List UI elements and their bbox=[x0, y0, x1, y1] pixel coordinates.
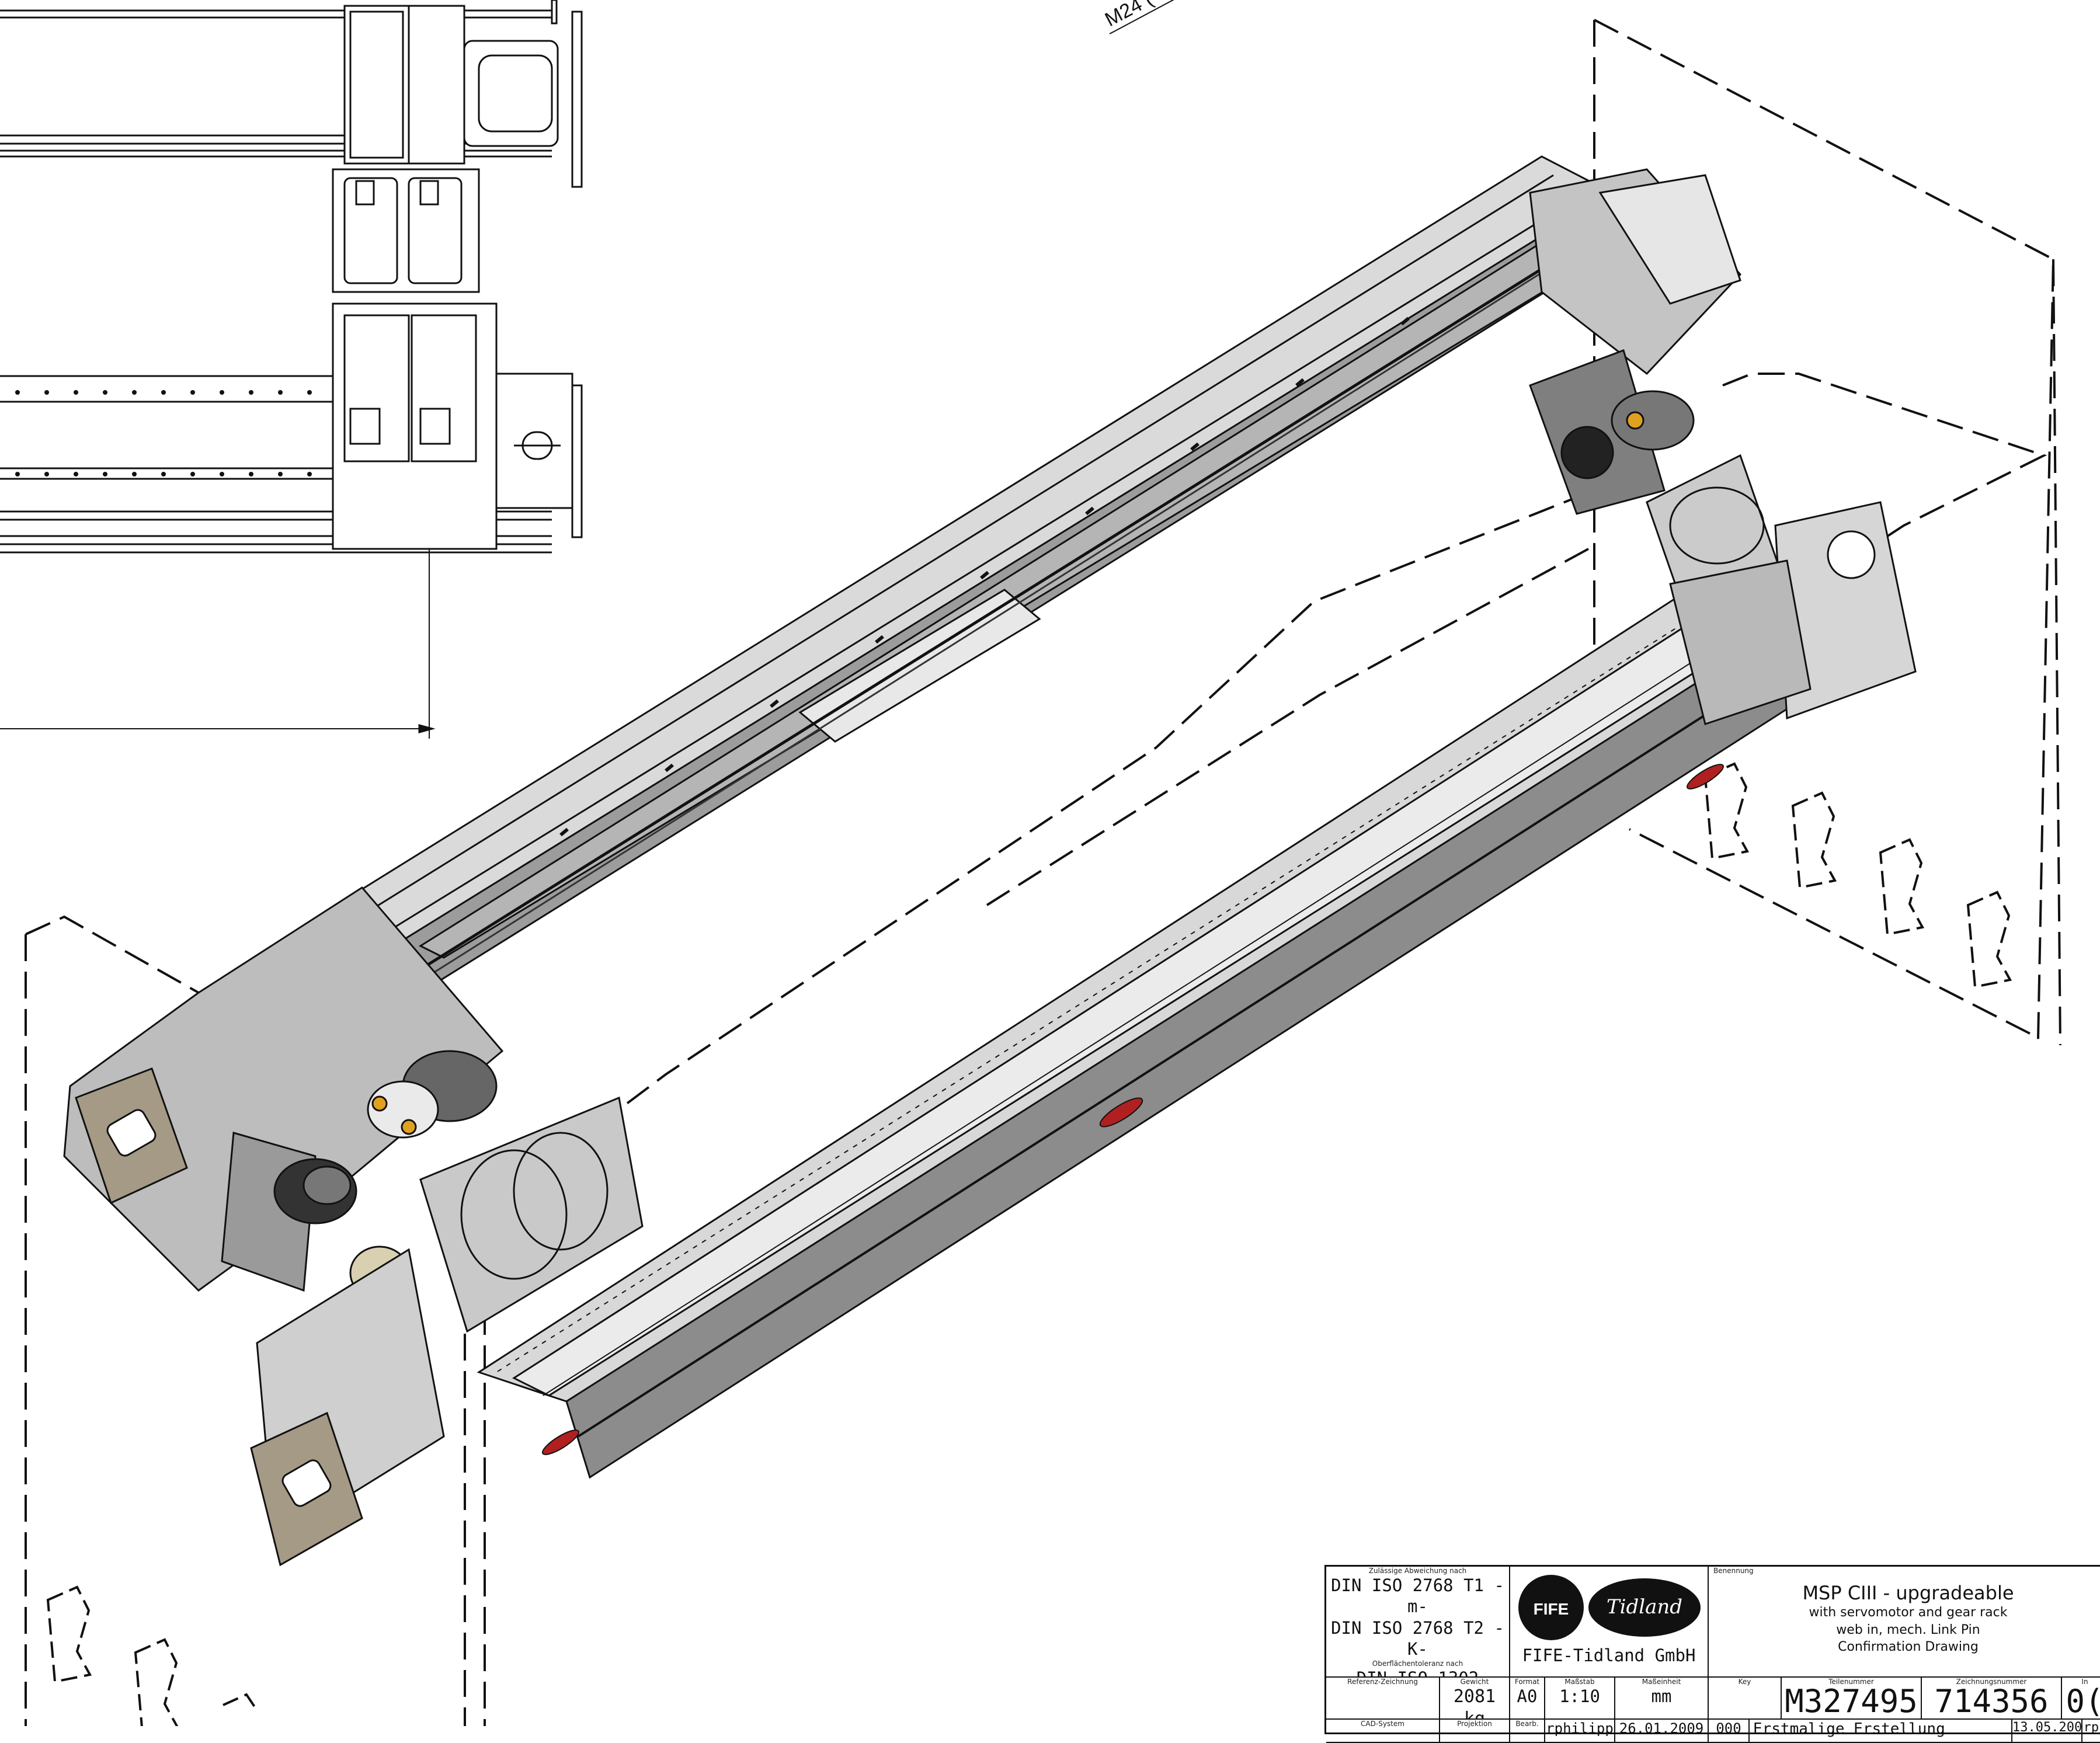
date2-cell: 13.05.2009 bbox=[2012, 1720, 2082, 1743]
surface-caption: Oberflächentoleranz nach bbox=[1372, 1659, 1463, 1668]
by2-cell: rph bbox=[2082, 1720, 2100, 1743]
designation-line-2: web in, mech. Link Pin bbox=[1836, 1622, 1980, 1637]
tolerance-caption: Zulässige Abweichung nach bbox=[1368, 1567, 1467, 1575]
key-caption: Key bbox=[1738, 1678, 1751, 1686]
drawn-caption-cell: Bearb. bbox=[1510, 1720, 1545, 1743]
tolerance-cell: Zulässige Abweichung nach DIN ISO 2768 T… bbox=[1326, 1567, 1510, 1678]
cad-system-caption: CAD-System bbox=[1361, 1720, 1404, 1728]
tolerance-line-2: DIN ISO 2768 T2 -K- bbox=[1331, 1617, 1504, 1659]
company-logo: FIFE Tidland bbox=[1518, 1575, 1701, 1640]
scale-value: 1:10 bbox=[1559, 1686, 1600, 1706]
date-modified: 13.05.2009 bbox=[2012, 1720, 2082, 1735]
scale-cell: Maßstab 1:10 bbox=[1545, 1678, 1615, 1720]
weight-value: 2081 kg bbox=[1453, 1686, 1496, 1720]
thread-annotation: M24 ( bbox=[1101, 0, 1157, 31]
lower-beam-marks bbox=[542, 764, 1724, 1455]
unit-value: mm bbox=[1651, 1686, 1672, 1706]
part-number-caption: Teilenummer bbox=[1828, 1678, 1874, 1686]
surface-norm: DIN ISO 1302 bbox=[1326, 1668, 1509, 1676]
part-number-cell: Teilenummer M327495 bbox=[1782, 1678, 1922, 1720]
designation-line-3: Confirmation Drawing bbox=[1838, 1640, 1979, 1655]
logo-cell: FIFE Tidland FIFE-Tidland GmbH bbox=[1510, 1567, 1709, 1678]
rail-holes bbox=[15, 390, 312, 476]
drawing-title: MSP CIII - upgradeable bbox=[1802, 1582, 2014, 1604]
index-value: 0( bbox=[2066, 1683, 2100, 1720]
revision-cell: 000 bbox=[1709, 1720, 1750, 1743]
logo-tidland-text: Tidland bbox=[1607, 1595, 1682, 1619]
tolerance-line-1: DIN ISO 2768 T1 -m- bbox=[1331, 1575, 1504, 1617]
left-end-assembly bbox=[63, 886, 644, 1567]
company-name: FIFE-Tidland GmbH bbox=[1522, 1645, 1696, 1665]
designation-cell: Benennung MSP CIII - upgradeable with se… bbox=[1709, 1567, 2100, 1678]
front-view bbox=[0, 0, 583, 739]
lower-beam bbox=[477, 548, 1847, 1479]
title-block: Zulässige Abweichung nach DIN ISO 2768 T… bbox=[1324, 1565, 2100, 1743]
revision-text: Erstmalige Erstellung bbox=[1753, 1720, 1945, 1738]
unit-cell: Maßeinheit mm bbox=[1615, 1678, 1709, 1720]
drawing-number-caption: Zeichnungsnummer bbox=[1956, 1678, 2027, 1686]
upper-beam bbox=[325, 155, 1632, 994]
projection-cell: Projektion bbox=[1440, 1720, 1510, 1743]
weight-cell: Gewicht 2081 kg bbox=[1440, 1678, 1510, 1720]
part-number: M327495 bbox=[1785, 1683, 1918, 1720]
date-cell: 26.01.2009 bbox=[1615, 1720, 1709, 1743]
drawing-number: 714356 bbox=[1934, 1683, 2049, 1720]
wall-hooks bbox=[46, 762, 2012, 1726]
logo-fife-text: FIFE bbox=[1534, 1600, 1569, 1618]
phantom-wall-left bbox=[25, 915, 486, 1726]
modified-by: rph bbox=[2083, 1720, 2100, 1735]
weight-caption: Gewicht bbox=[1460, 1678, 1489, 1686]
key-cell: Key bbox=[1709, 1678, 1782, 1720]
cad-system-cell: CAD-System bbox=[1326, 1720, 1440, 1743]
format-caption: Format bbox=[1514, 1678, 1540, 1686]
drawn-by: rphilipp bbox=[1546, 1720, 1614, 1737]
projection-caption: Projektion bbox=[1457, 1720, 1492, 1728]
reference-caption: Referenz-Zeichnung bbox=[1347, 1678, 1418, 1686]
right-end-assembly bbox=[1529, 168, 1917, 725]
reference-cell: Referenz-Zeichnung bbox=[1326, 1678, 1440, 1720]
drawing-number-cell: Zeichnungsnummer 714356 bbox=[1922, 1678, 2062, 1720]
date-created: 26.01.2009 bbox=[1619, 1720, 1704, 1737]
designation-line-1: with servomotor and gear rack bbox=[1809, 1605, 2008, 1620]
upper-beam-slots bbox=[559, 316, 1410, 837]
unit-caption: Maßeinheit bbox=[1642, 1678, 1681, 1686]
revision-number: 000 bbox=[1716, 1720, 1741, 1737]
drawn-by-cell: rphilipp bbox=[1545, 1720, 1615, 1743]
designation-caption: Benennung bbox=[1713, 1567, 1754, 1575]
index-caption: In bbox=[2081, 1678, 2088, 1686]
drawn-caption: Bearb. bbox=[1515, 1720, 1539, 1728]
format-value: A0 bbox=[1517, 1686, 1538, 1706]
scale-caption: Maßstab bbox=[1564, 1678, 1595, 1686]
format-cell: Format A0 bbox=[1510, 1678, 1545, 1720]
index-cell: In 0( bbox=[2062, 1678, 2100, 1720]
revision-text-cell: Erstmalige Erstellung bbox=[1750, 1720, 2012, 1743]
